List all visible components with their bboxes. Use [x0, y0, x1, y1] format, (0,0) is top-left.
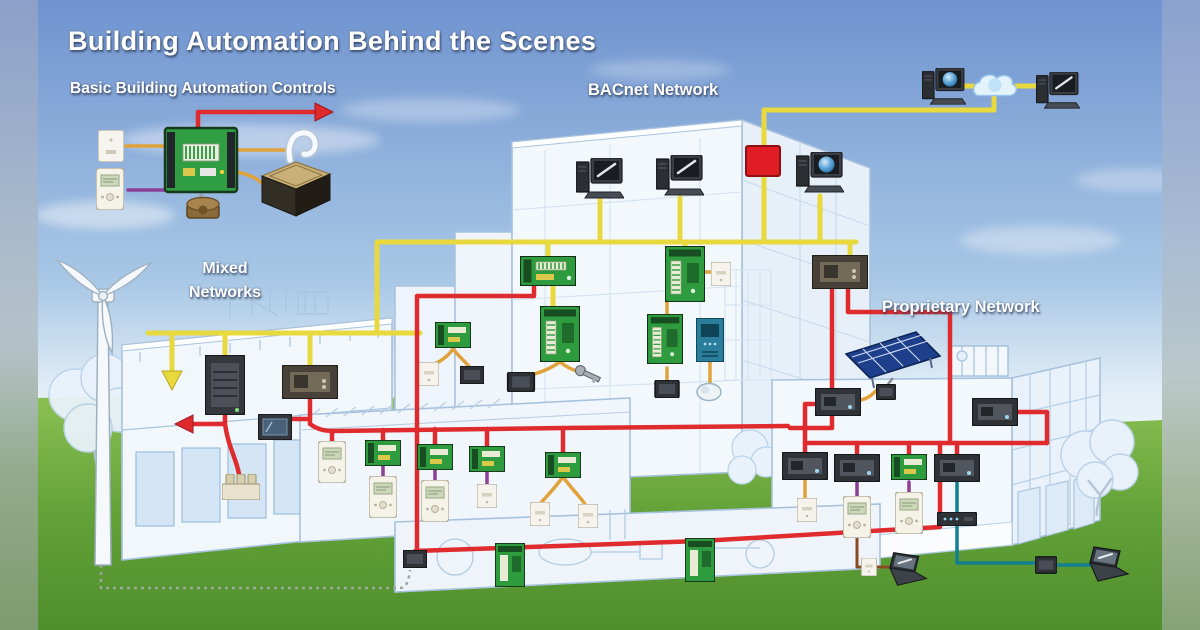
- edge-strip-left: [0, 0, 38, 630]
- basic-controls-group: [96, 126, 332, 219]
- unitary-controller: [647, 314, 683, 364]
- operator-workstation: [796, 152, 844, 193]
- red-left-arrow: [173, 414, 194, 434]
- wind-turbine: [55, 258, 153, 566]
- unitary-controller: [520, 256, 576, 286]
- bacnet-wiring: [145, 83, 1041, 375]
- protocol-adapter: [860, 558, 878, 576]
- zone-sensor: [797, 498, 817, 522]
- zone-sensor: [477, 484, 497, 508]
- protocol-adapter: [1035, 556, 1057, 574]
- duct-sensor: [285, 128, 320, 164]
- legacy-display-panel: [258, 414, 292, 440]
- yellow-down-arrow: [161, 370, 183, 392]
- gateway-controller: [282, 365, 338, 399]
- underground-cable: [99, 565, 412, 590]
- proprietary-controller: [972, 398, 1018, 426]
- operator-workstation: [656, 155, 704, 197]
- proprietary-controller: [834, 454, 880, 482]
- gateway-controller: [205, 355, 245, 415]
- zone-thermostat: [369, 476, 397, 518]
- tree-right: [1060, 419, 1139, 517]
- vav-controller: [417, 444, 453, 470]
- remote-workstation: [1036, 72, 1080, 110]
- bacnet-router: [745, 145, 781, 177]
- red-wiring: [189, 109, 1050, 555]
- solar-inverter: [876, 384, 896, 400]
- vav-controller: [545, 452, 581, 478]
- legacy-field-device: [222, 474, 260, 500]
- operator-workstation: [576, 158, 624, 200]
- key-switch: [574, 365, 602, 384]
- card-reader: [506, 372, 536, 392]
- vav-controller: [469, 446, 505, 472]
- field-device: [460, 366, 484, 384]
- plant-controller: [685, 538, 715, 582]
- zone-thermostat: [318, 441, 346, 483]
- rooftop-unit: [260, 161, 332, 217]
- ethernet-switch: [937, 512, 977, 526]
- edge-strip-right: [1162, 0, 1200, 630]
- proprietary-controller: [782, 452, 828, 480]
- zone-thermostat: [843, 496, 871, 538]
- red-right-arrow: [314, 102, 335, 122]
- unitary-controller: [435, 322, 471, 348]
- solar-panel: [844, 331, 942, 389]
- zone-thermostat: [895, 492, 923, 534]
- proprietary-controller: [891, 454, 927, 480]
- zone-sensor: [578, 504, 598, 528]
- zone-sensor: [711, 262, 731, 286]
- digital-thermostat: [96, 168, 124, 210]
- plant-gateway: [815, 388, 861, 416]
- variable-frequency-drive: [696, 318, 724, 362]
- vav-controller: [365, 440, 401, 466]
- basement-interface: [403, 550, 427, 568]
- unitary-controller: [665, 246, 705, 302]
- zone-sensor: [419, 362, 439, 386]
- ethernet-wiring: [955, 480, 1092, 567]
- pump: [696, 382, 722, 402]
- unitary-controller: [540, 306, 580, 362]
- ddc-controller: [163, 126, 239, 194]
- wall-sensor: [98, 130, 124, 162]
- serial-wiring: [855, 536, 890, 569]
- field-device: [654, 380, 680, 398]
- plant-controller: [495, 543, 525, 587]
- remote-workstation: [922, 68, 966, 105]
- zone-sensor: [530, 502, 550, 526]
- damper-actuator: [186, 196, 220, 219]
- zone-thermostat: [421, 480, 449, 522]
- turbine-blades: [55, 258, 153, 356]
- comm-controller: [812, 255, 868, 289]
- proprietary-controller: [934, 454, 980, 482]
